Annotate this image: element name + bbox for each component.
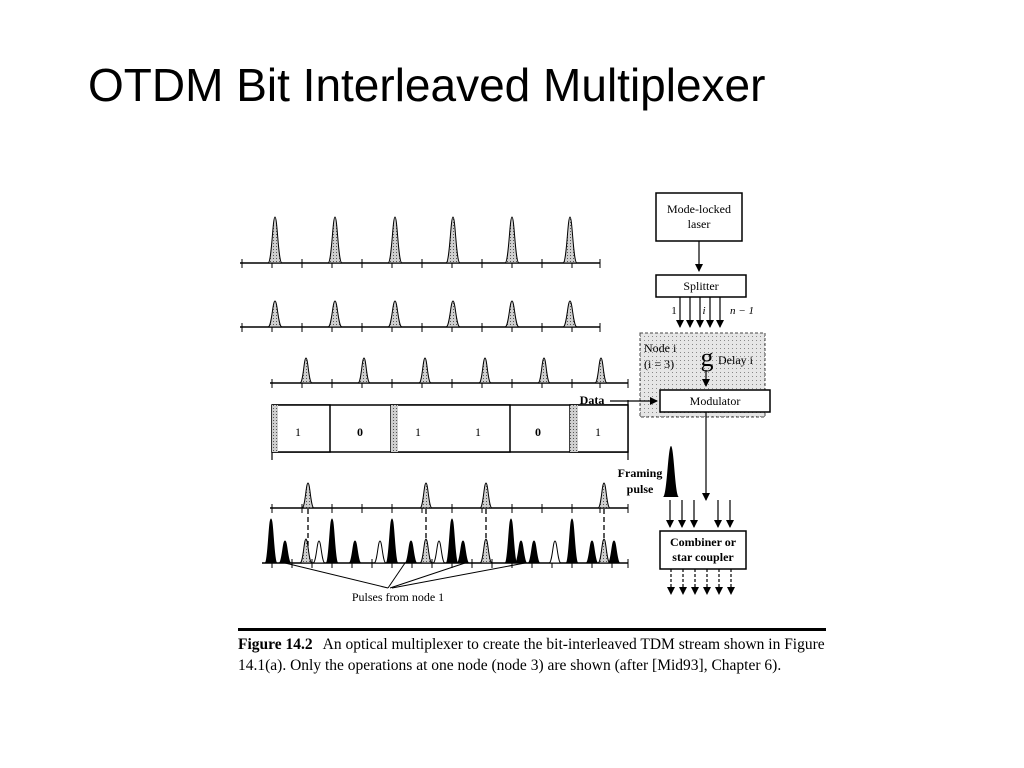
optical-pulse bbox=[387, 300, 403, 328]
bit-label: 1 bbox=[415, 425, 421, 439]
svg-text:Delay i: Delay i bbox=[718, 353, 754, 367]
optical-pulse bbox=[373, 540, 387, 564]
optical-pulse bbox=[299, 357, 313, 384]
block-diagram: Mode-locked laser Splitter 1 i n − 1 Nod… bbox=[580, 192, 771, 595]
optical-pulse bbox=[537, 357, 551, 384]
optical-pulse bbox=[419, 538, 433, 564]
bit-label: 1 bbox=[295, 425, 301, 439]
optical-pulse bbox=[445, 518, 459, 564]
optical-pulse bbox=[385, 518, 399, 564]
bit-label: 0 bbox=[535, 425, 541, 439]
bit-label: 0 bbox=[357, 425, 363, 439]
optical-pulse bbox=[607, 540, 621, 564]
optical-pulse bbox=[594, 357, 608, 384]
optical-pulse bbox=[478, 357, 492, 384]
mode-locked-laser-box bbox=[655, 192, 743, 242]
svg-text:(i = 3): (i = 3) bbox=[644, 357, 674, 371]
optical-pulse bbox=[357, 357, 371, 384]
optical-pulse bbox=[504, 518, 518, 564]
optical-pulse bbox=[456, 540, 470, 564]
svg-text:pulse: pulse bbox=[627, 482, 654, 496]
svg-text:n − 1: n − 1 bbox=[730, 305, 754, 317]
optical-pulse bbox=[562, 216, 578, 264]
optical-pulse bbox=[562, 300, 578, 328]
svg-text:star coupler: star coupler bbox=[672, 550, 734, 564]
optical-pulse bbox=[479, 538, 493, 564]
combiner-box bbox=[659, 530, 747, 570]
optical-pulse bbox=[348, 540, 362, 564]
optical-pulse bbox=[327, 300, 343, 328]
combined-stream bbox=[262, 518, 629, 568]
optical-pulse bbox=[445, 216, 461, 264]
pulses-from-node-label: Pulses from node 1 bbox=[352, 590, 444, 604]
optical-pulse bbox=[419, 482, 433, 509]
caption-text: An optical multiplexer to create the bit… bbox=[238, 636, 825, 674]
svg-text:Splitter: Splitter bbox=[683, 279, 718, 293]
optical-pulse bbox=[479, 482, 493, 509]
optical-pulse bbox=[301, 482, 315, 509]
caption-rule bbox=[238, 628, 826, 631]
svg-text:Framing: Framing bbox=[618, 466, 663, 480]
optical-pulse bbox=[418, 357, 432, 384]
optical-pulse bbox=[387, 216, 403, 264]
optical-pulse bbox=[267, 216, 283, 264]
svg-text:Combiner or: Combiner or bbox=[670, 535, 737, 549]
optical-pulse bbox=[327, 216, 343, 264]
optical-pulse bbox=[597, 538, 611, 564]
optical-pulse bbox=[278, 540, 292, 564]
bit-label: 1 bbox=[595, 425, 601, 439]
optical-pulse bbox=[504, 216, 520, 264]
svg-text:Modulator: Modulator bbox=[690, 394, 741, 408]
optical-pulse bbox=[267, 300, 283, 328]
framing-pulse bbox=[663, 446, 679, 497]
bit-block bbox=[271, 404, 331, 453]
optical-pulse bbox=[527, 540, 541, 564]
optical-pulse bbox=[597, 482, 611, 509]
optical-pulse bbox=[264, 518, 278, 564]
optical-pulse bbox=[585, 540, 599, 564]
caption-label: Figure 14.2 bbox=[238, 636, 313, 653]
svg-text:1: 1 bbox=[671, 305, 677, 317]
bit-label: 1 bbox=[475, 425, 481, 439]
optical-pulse bbox=[432, 540, 446, 564]
optical-pulse bbox=[325, 518, 339, 564]
svg-text:Mode-locked: Mode-locked bbox=[667, 202, 731, 216]
optical-pulse bbox=[404, 540, 418, 564]
optical-pulse bbox=[504, 300, 520, 328]
splitter-box bbox=[655, 274, 747, 298]
svg-text:i: i bbox=[702, 305, 705, 317]
optical-pulse bbox=[514, 540, 528, 564]
optical-pulse bbox=[299, 538, 313, 564]
slide-title: OTDM Bit Interleaved Multiplexer bbox=[88, 59, 766, 111]
bit-block bbox=[569, 404, 629, 453]
optical-pulse bbox=[445, 300, 461, 328]
svg-text:Node i: Node i bbox=[644, 341, 677, 355]
bit-row: 1 0 1 1 0 1 bbox=[271, 400, 629, 460]
node1-annotation: Pulses from node 1 bbox=[284, 562, 526, 604]
multiplexer-diagram: 1 0 1 1 0 1 Pulses from node 1 Mode-lock… bbox=[240, 192, 771, 604]
optical-pulse bbox=[548, 540, 562, 564]
svg-text:laser: laser bbox=[688, 217, 711, 231]
optical-pulse bbox=[312, 540, 326, 564]
pulse-timelines bbox=[240, 216, 629, 513]
svg-text:g: g bbox=[701, 343, 714, 372]
bit-block bbox=[390, 404, 511, 453]
svg-text:Data: Data bbox=[580, 393, 605, 407]
optical-pulse bbox=[565, 518, 579, 564]
modulator-box bbox=[659, 389, 771, 413]
